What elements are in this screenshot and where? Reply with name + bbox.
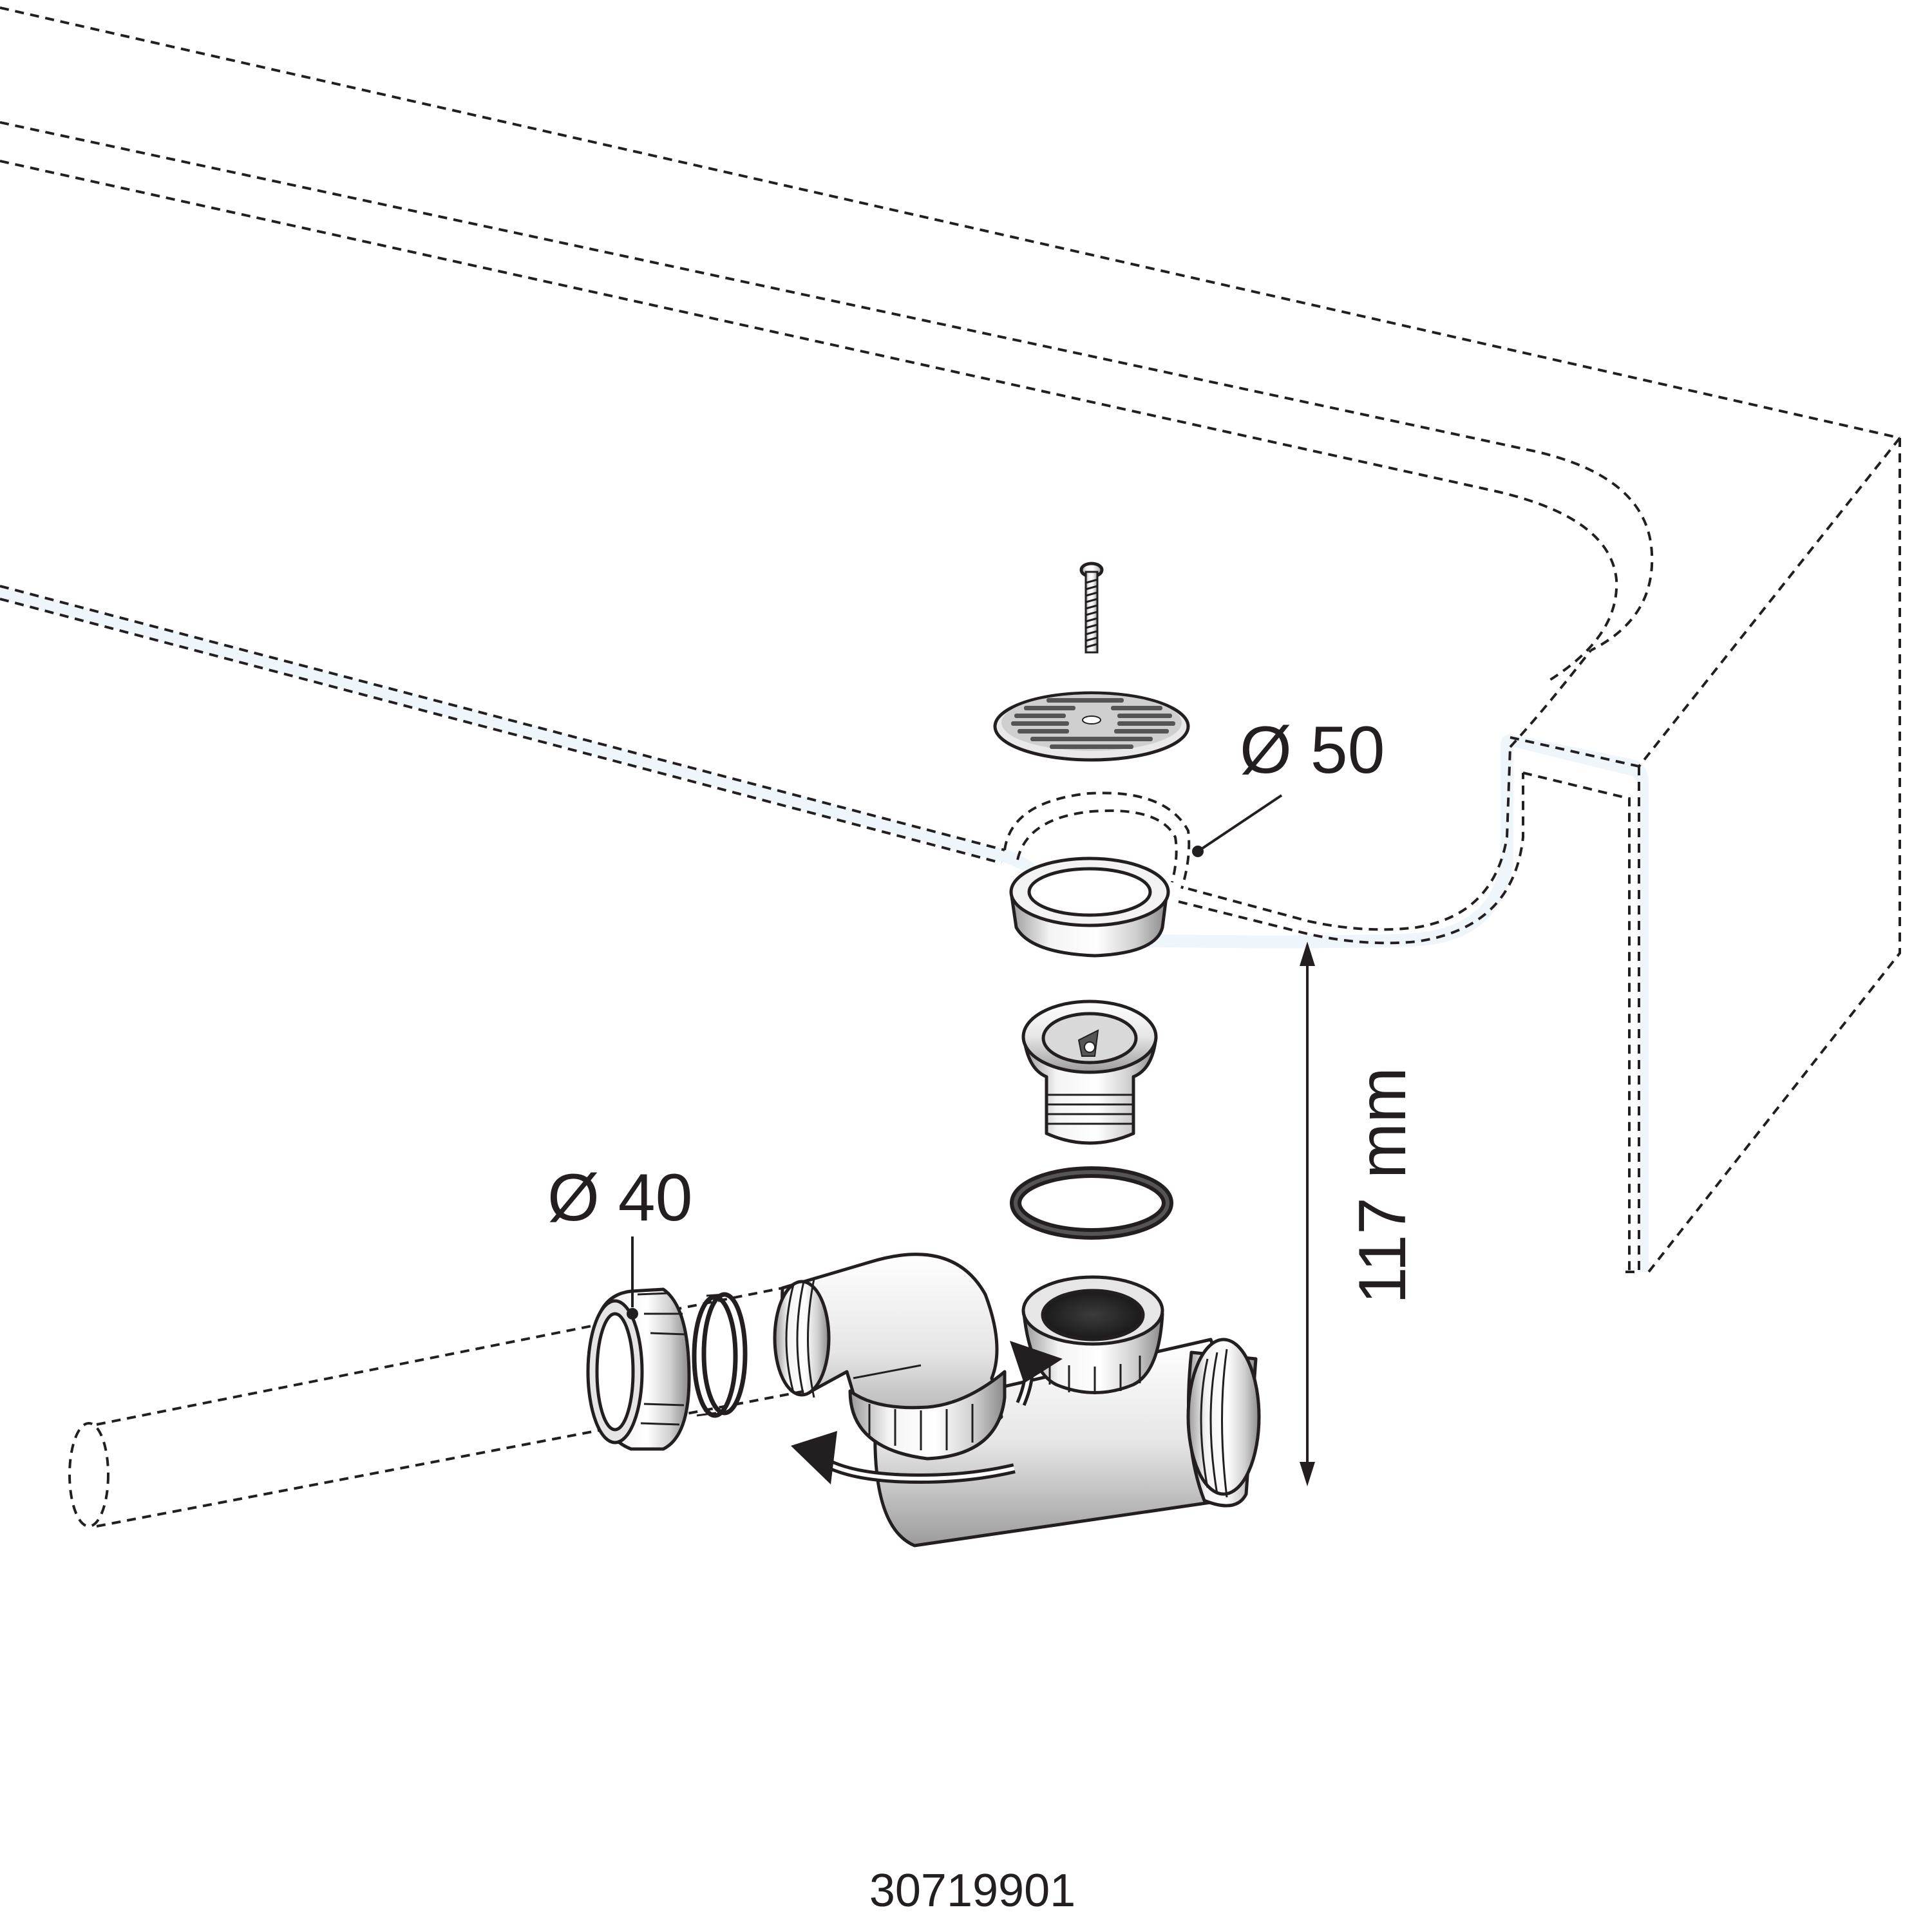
compression-nut (586, 1287, 691, 1451)
tray-inner-back-edge-2 (0, 160, 1618, 684)
screw (1079, 562, 1104, 654)
article-number: 30719901 (869, 1865, 1075, 1917)
leader-diameter-50 (1192, 794, 1283, 857)
tray-front-edge-upper (0, 585, 1005, 851)
tray-inner-back-edge-1 (0, 121, 1654, 652)
drain-grate (993, 691, 1190, 762)
drain-body (1021, 999, 1158, 1145)
shower-tray-outline (0, 6, 1901, 1273)
dimension-height (1300, 942, 1315, 1486)
top-flange-ring (1009, 857, 1170, 958)
tray-top-back-edge (0, 6, 1900, 439)
o-ring-seal (1010, 1166, 1173, 1240)
label-diameter-50: Ø 50 (1240, 713, 1385, 788)
elbow-fitting (773, 1253, 1007, 1461)
tray-front-edge-lower (0, 598, 1002, 864)
label-height: 117 mm (1345, 1067, 1420, 1304)
waste-pipe-outline (68, 1287, 806, 1528)
drain-recess-outline (1003, 791, 1191, 889)
label-diameter-40: Ø 40 (547, 1160, 692, 1235)
rotation-arrows (791, 1341, 1063, 1484)
pipe-seal-ring (692, 1292, 748, 1418)
siphon-body (873, 1275, 1261, 1548)
